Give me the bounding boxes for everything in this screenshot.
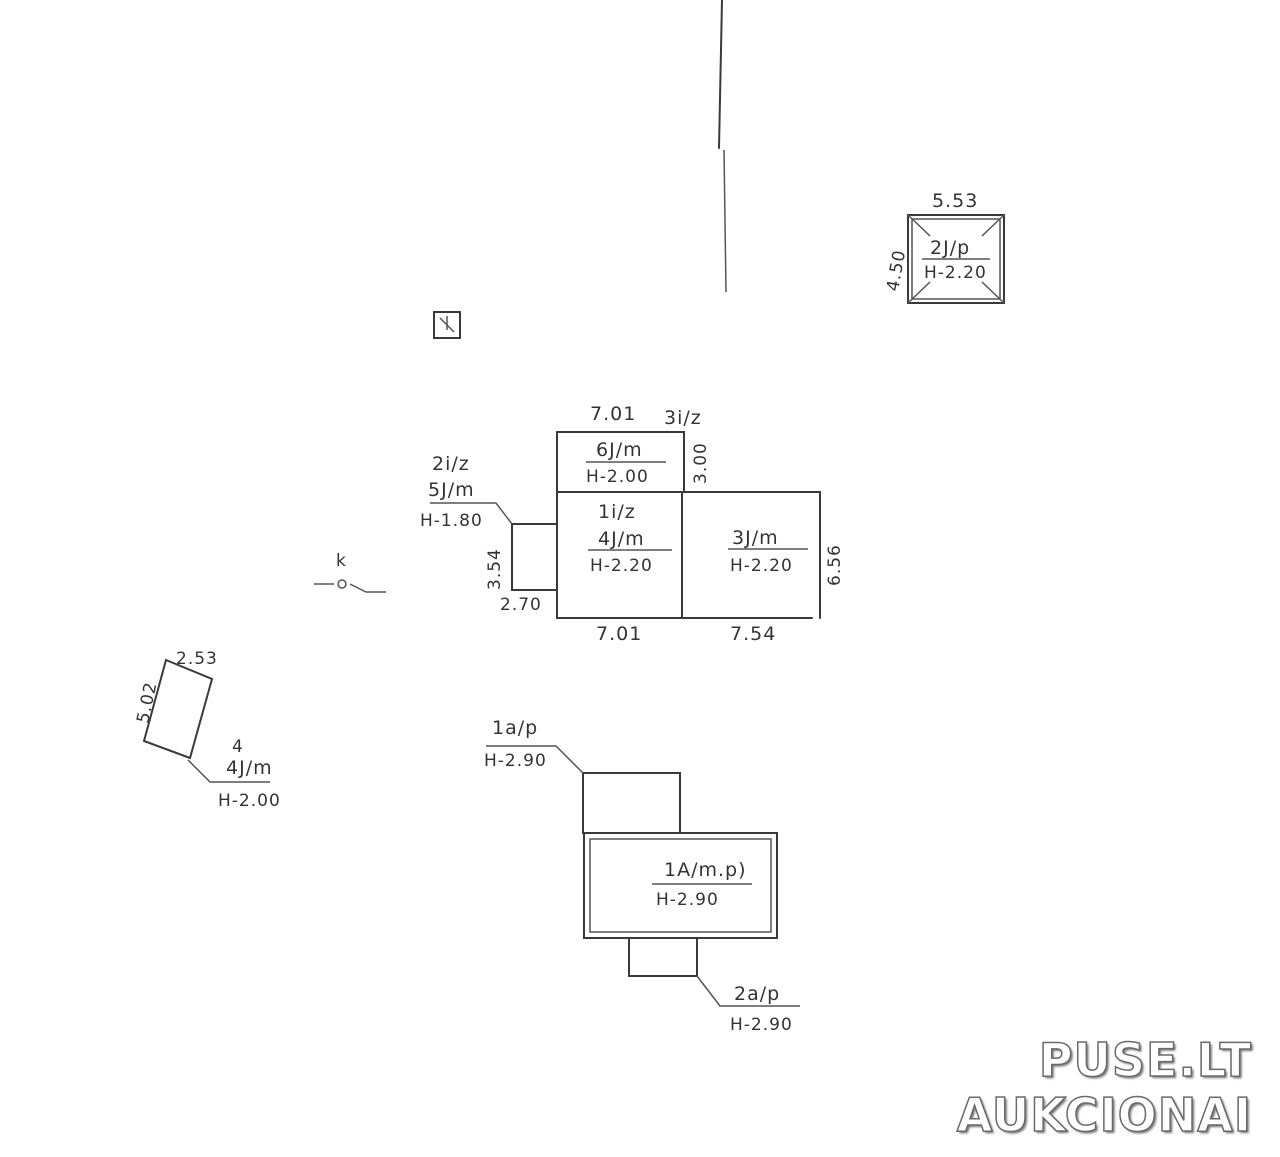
annex-2ap-outline bbox=[628, 937, 698, 977]
building-1amp-outer bbox=[583, 832, 778, 939]
label-h200-6jm: H-2.00 bbox=[586, 467, 649, 487]
annex-1ap-leader bbox=[486, 745, 584, 774]
label-4jm-left: 4J/m bbox=[226, 757, 273, 779]
label-2jp: 2J/p bbox=[930, 237, 970, 259]
label-h290-1ap: H-2.90 bbox=[484, 751, 547, 771]
label-5jm: 5J/m bbox=[428, 479, 475, 501]
building-2jp-diagonals bbox=[907, 214, 1005, 304]
main-building: 7.01 3i/z 6J/m H-2.00 3.00 2i/z 5J/m H-1… bbox=[420, 403, 845, 645]
label-h180: H-1.80 bbox=[420, 511, 483, 531]
building-4jm: 2.53 5.02 4 4J/m H-2.00 bbox=[133, 649, 281, 811]
label-h290-1amp: H-2.90 bbox=[656, 890, 719, 910]
watermark-line2: AUKCIONAI bbox=[956, 1087, 1252, 1143]
well-circle-icon bbox=[337, 579, 347, 589]
building-1amp-inner bbox=[589, 838, 772, 933]
label-3iz: 3i/z bbox=[664, 407, 702, 429]
dim-701-top: 7.01 bbox=[590, 403, 636, 425]
annex-5jm-leader bbox=[430, 502, 513, 525]
dim-656: 6.56 bbox=[825, 544, 845, 586]
dim-450: 4.50 bbox=[883, 248, 910, 293]
label-h290-2ap: H-2.90 bbox=[730, 1015, 793, 1035]
building-2jp-inner bbox=[911, 218, 1001, 300]
dim-300: 3.00 bbox=[691, 442, 711, 484]
label-h220-4jm: H-2.20 bbox=[590, 556, 653, 576]
label-3jm: 3J/m bbox=[732, 527, 779, 549]
label-2iz: 2i/z bbox=[432, 453, 470, 475]
small-marker-glyph bbox=[439, 316, 455, 333]
label-1amp: 1A/m.p) bbox=[664, 859, 747, 881]
dim-754: 7.54 bbox=[730, 623, 776, 645]
annex-5jm-outline bbox=[511, 523, 558, 591]
dim-270: 2.70 bbox=[500, 595, 542, 615]
boundary-line-lower bbox=[723, 149, 727, 293]
dim-701-bottom: 7.01 bbox=[596, 623, 642, 645]
well-symbol: k bbox=[314, 551, 386, 593]
label-1iz: 1i/z bbox=[598, 501, 636, 523]
building-4jm-outline bbox=[142, 658, 214, 760]
label-2ap: 2a/p bbox=[734, 983, 780, 1005]
dim-354: 3.54 bbox=[485, 548, 505, 590]
label-h220-2jp: H-2.20 bbox=[924, 263, 987, 283]
boundary-line bbox=[718, 0, 723, 149]
annex-2ap-leader bbox=[696, 975, 800, 1007]
small-marker-square bbox=[433, 311, 461, 339]
label-4: 4 bbox=[232, 737, 244, 757]
room-6jm-outline bbox=[556, 431, 685, 493]
dim-502: 5.02 bbox=[133, 680, 161, 725]
dim-553: 5.53 bbox=[932, 190, 978, 212]
label-k: k bbox=[336, 551, 347, 571]
building-4jm-leader bbox=[187, 759, 270, 783]
building-1amp: 1a/p H-2.90 1A/m.p) H-2.90 2a/p H-2.90 bbox=[484, 717, 800, 1035]
label-6jm: 6J/m bbox=[596, 439, 643, 461]
label-4jm: 4J/m bbox=[598, 528, 645, 550]
label-h220-3jm: H-2.20 bbox=[730, 556, 793, 576]
well-line bbox=[314, 583, 386, 593]
building-2jp: 5.53 4.50 2J/p H-2.20 bbox=[883, 190, 1005, 304]
main-middle-wall bbox=[556, 491, 821, 619]
building-2jp-outline bbox=[907, 214, 1005, 304]
label-h200-4jm: H-2.00 bbox=[218, 791, 281, 811]
dim-253: 2.53 bbox=[176, 649, 218, 669]
annex-1ap-outline bbox=[582, 772, 681, 834]
watermark-line1: PUSE.LT bbox=[1038, 1032, 1252, 1088]
label-1ap: 1a/p bbox=[492, 717, 538, 739]
